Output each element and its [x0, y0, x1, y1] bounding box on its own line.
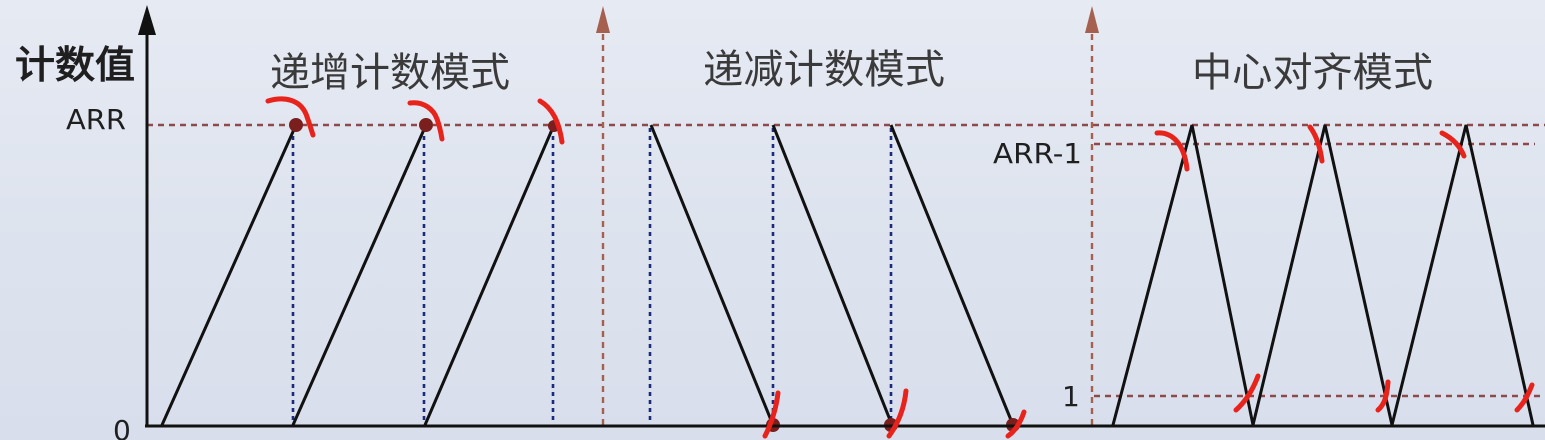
tick-label-zero: 0 [113, 414, 131, 440]
tick-label-one: 1 [1062, 380, 1080, 413]
y-axis-label: 计数值 [15, 43, 135, 87]
center-aligned-waveform [1111, 124, 1535, 426]
event-dots [289, 118, 1020, 432]
annotation-downcount-1 [762, 390, 781, 439]
annotation-center-bottom-1 [1233, 373, 1261, 413]
divider-arrow-1 [596, 6, 610, 425]
upcount-overflow-dot-2 [419, 118, 433, 132]
annotation-center-bottom-3 [1514, 382, 1535, 413]
downcount-waveform [649, 124, 1015, 426]
annotation-center-top-1 [1154, 130, 1190, 172]
annotation-downcount-2 [886, 388, 909, 439]
mode-title-center-aligned: 中心对齐模式 [1192, 50, 1433, 96]
annotation-center-top-3 [1439, 130, 1467, 159]
upcount-event-markers [291, 128, 555, 424]
mode-title-downcount: 递减计数模式 [703, 47, 945, 93]
y-axis-arrowhead [138, 5, 156, 35]
tick-label-arr: ARR [66, 103, 126, 136]
upcount-overflow-dot-1 [289, 118, 303, 132]
upcount-ramp-2 [291, 124, 428, 426]
tick-label-arr-minus-1: ARR-1 [993, 137, 1082, 170]
annotation-upcount-2 [407, 100, 445, 142]
red-annotation-marks [265, 96, 1535, 439]
upcount-ramp-3 [423, 124, 556, 426]
divider-arrowhead-2 [1085, 6, 1099, 33]
upcount-waveform [160, 124, 556, 426]
divider-arrow-2 [1085, 6, 1099, 425]
downcount-ramp-2 [771, 124, 894, 426]
downcount-ramp-3 [889, 124, 1015, 426]
y-axis [138, 5, 156, 427]
annotation-center-top-2 [1307, 124, 1325, 164]
annotation-center-bottom-2 [1375, 379, 1391, 413]
divider-arrowhead-1 [596, 6, 610, 33]
annotation-downcount-3 [1005, 409, 1027, 439]
upcount-ramp-1 [160, 124, 298, 426]
annotation-upcount-3 [537, 98, 565, 145]
annotation-upcount-1 [265, 96, 316, 138]
downcount-event-markers [648, 128, 893, 424]
downcount-ramp-1 [649, 124, 775, 426]
mode-title-upcount: 递增计数模式 [270, 50, 510, 96]
